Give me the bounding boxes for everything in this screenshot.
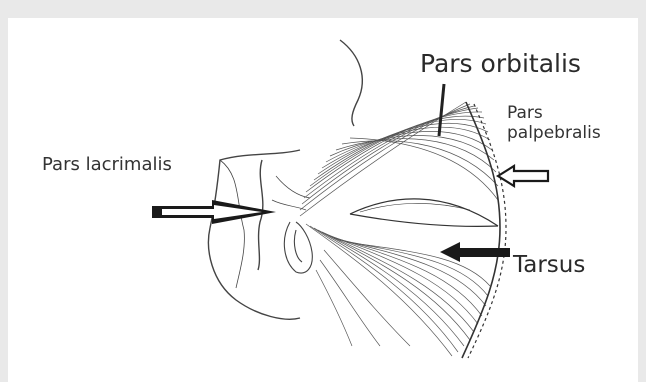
arrow-lacrimalis xyxy=(152,200,276,224)
orbital-fibres-lower xyxy=(306,224,490,356)
label-pars-orbitalis: Pars orbitalis xyxy=(420,50,581,79)
lid-margin xyxy=(462,102,506,358)
label-pars-palpebralis-line1: Pars xyxy=(507,104,601,124)
leader-line-orbitalis xyxy=(439,84,444,136)
label-pars-lacrimalis: Pars lacrimalis xyxy=(42,155,172,176)
orbital-fibres-upper xyxy=(300,102,498,216)
label-pars-palpebralis-line2: palpebralis xyxy=(507,124,601,144)
label-pars-palpebralis: Pars palpebralis xyxy=(507,104,601,143)
label-tarsus: Tarsus xyxy=(513,252,585,278)
arrow-palpebralis xyxy=(498,166,548,186)
palpebral-fissure xyxy=(350,199,498,226)
